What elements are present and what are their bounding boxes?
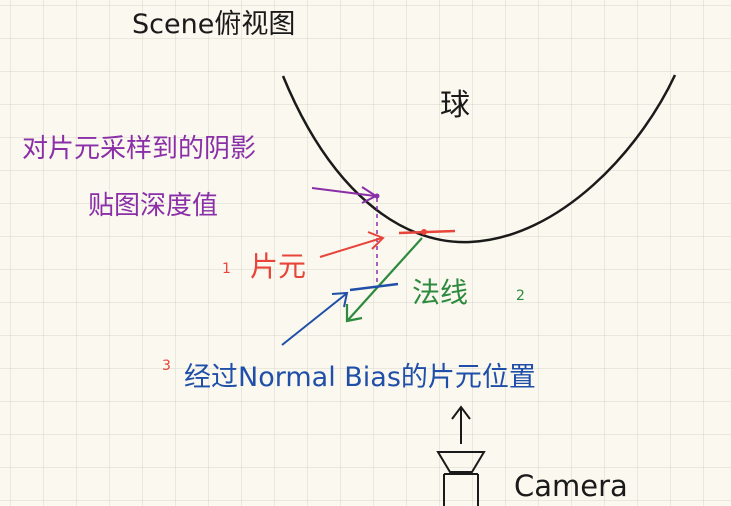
title-text: Scene俯视图 — [132, 9, 295, 40]
bias-label: 经过Normal Bias的片元位置 — [184, 362, 536, 393]
normal-label: 法线 — [412, 276, 468, 309]
normal-arrowhead — [345, 304, 363, 323]
bias-arrow — [281, 293, 347, 346]
sphere-label: 球 — [440, 88, 470, 123]
fragment-point — [421, 229, 427, 235]
fragment-arrow — [319, 237, 383, 258]
bias-number: 3 — [162, 358, 171, 374]
camera-body — [443, 473, 479, 506]
shadow-depth-label-line1: 对片元采样到的阴影 — [22, 134, 256, 164]
camera-view-arrowhead — [451, 405, 471, 420]
shadow-depth-point — [374, 193, 380, 199]
fragment-label: 片元 — [250, 250, 306, 283]
bias-position-line — [349, 282, 399, 292]
shadow-depth-label-line2: 贴图深度值 — [88, 191, 218, 221]
sphere-curve — [281, 74, 677, 244]
fragment-number: 1 — [222, 261, 231, 277]
normal-number: 2 — [516, 288, 525, 304]
camera-icon — [436, 451, 486, 473]
shadow-depth-arrow — [311, 187, 376, 197]
normal-arrow — [347, 237, 423, 321]
fragment-arrowhead — [367, 231, 385, 250]
camera-label: Camera — [514, 469, 628, 503]
bias-arrowhead — [331, 291, 349, 308]
